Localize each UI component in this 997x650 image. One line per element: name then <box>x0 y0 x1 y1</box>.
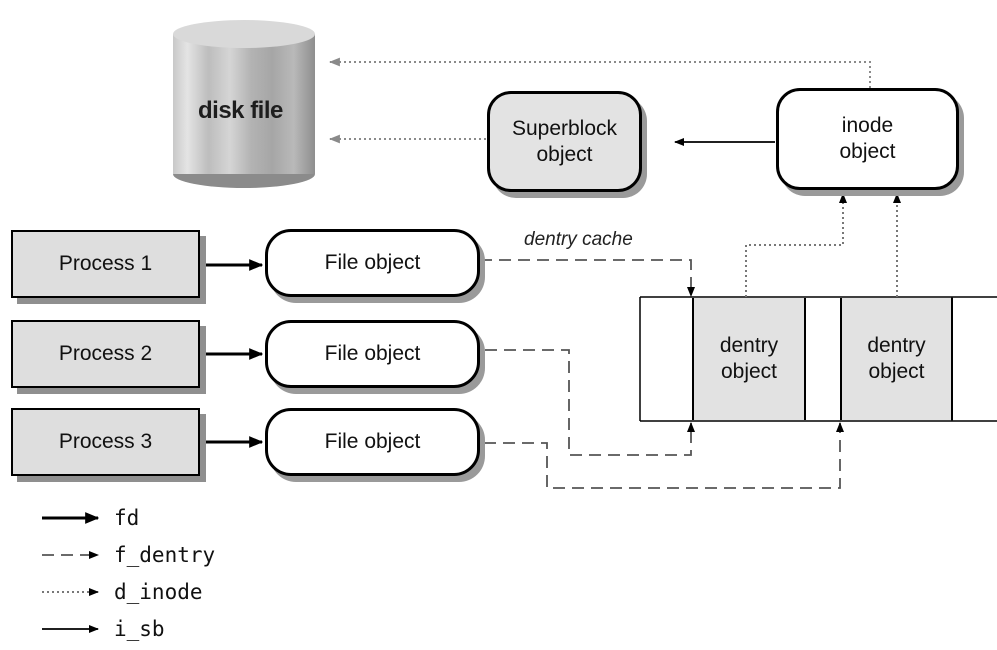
disk-file-label: disk file <box>198 97 283 124</box>
process-label: Process 2 <box>58 342 153 365</box>
legend-fd-label: fd <box>114 506 140 530</box>
legend-f-dentry-arrow-icon <box>42 551 99 559</box>
file-object-2: File object <box>265 320 480 388</box>
legend-fd-arrow-icon <box>42 512 100 524</box>
f-dentry-arrow-3 <box>484 422 844 489</box>
legend-i-sb-arrow-icon <box>42 625 99 633</box>
disk-file-cylinder <box>173 20 315 188</box>
f-dentry-arrow-2 <box>485 349 695 456</box>
dentry-object-1: dentry object <box>692 298 806 420</box>
inode-to-disk-arrow <box>328 57 871 88</box>
legend-i-sb: i_sb <box>40 615 165 643</box>
process-label: Process 3 <box>58 430 153 453</box>
superblock-object: Superblock object <box>487 91 642 192</box>
dentry-object-2: dentry object <box>840 298 953 420</box>
dentry-object-label: dentry object <box>719 334 779 383</box>
legend-d-inode-label: d_inode <box>114 580 203 604</box>
inode-object: inode object <box>776 88 959 190</box>
legend-d-inode-arrow-icon <box>42 588 99 596</box>
legend-f-dentry-label: f_dentry <box>114 543 216 567</box>
legend-f-dentry: f_dentry <box>40 541 215 569</box>
d-inode-arrow-1 <box>745 193 847 297</box>
legend-i-sb-label: i_sb <box>114 617 165 641</box>
legend-fd: fd <box>40 504 139 532</box>
process-3: Process 3 <box>11 408 200 476</box>
dentry-object-label: dentry object <box>867 334 926 383</box>
dentry-cache-label: dentry cache <box>524 229 633 250</box>
file-object-1: File object <box>265 229 480 297</box>
process-2: Process 2 <box>11 320 200 388</box>
file-object-label: File object <box>324 430 421 453</box>
inode-label: inode object <box>839 114 896 163</box>
f-dentry-arrow-1 <box>480 259 695 297</box>
file-object-label: File object <box>324 342 421 365</box>
legend-d-inode: d_inode <box>40 578 203 606</box>
process-1: Process 1 <box>11 230 200 298</box>
process-label: Process 1 <box>58 252 153 275</box>
file-object-3: File object <box>265 408 480 476</box>
superblock-label: Superblock object <box>511 116 618 166</box>
file-object-label: File object <box>324 251 421 274</box>
